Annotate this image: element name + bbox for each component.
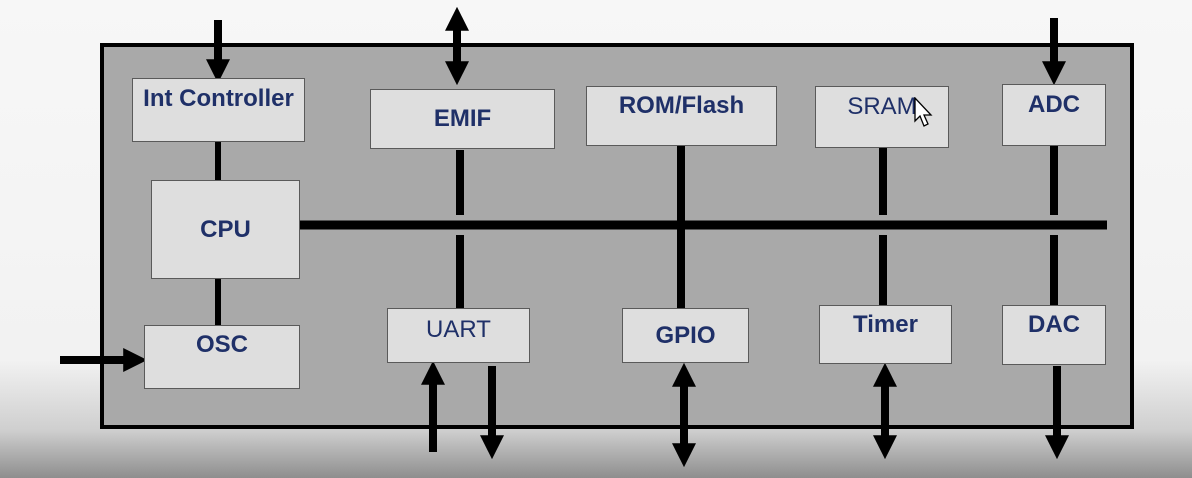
mouse-pointer-icon xyxy=(914,97,933,127)
dac-block: DAC xyxy=(1002,305,1106,365)
timer-block: Timer xyxy=(819,305,952,364)
emif-block: EMIF xyxy=(370,89,555,149)
osc-block: OSC xyxy=(144,325,300,389)
sram-block: SRAM xyxy=(815,86,949,148)
rom-flash-block: ROM/Flash xyxy=(586,86,777,146)
uart-block: UART xyxy=(387,308,530,363)
cpu-block: CPU xyxy=(151,180,300,279)
int-controller-block: Int Controller xyxy=(132,78,305,142)
adc-block: ADC xyxy=(1002,84,1106,146)
gpio-block: GPIO xyxy=(622,308,749,363)
